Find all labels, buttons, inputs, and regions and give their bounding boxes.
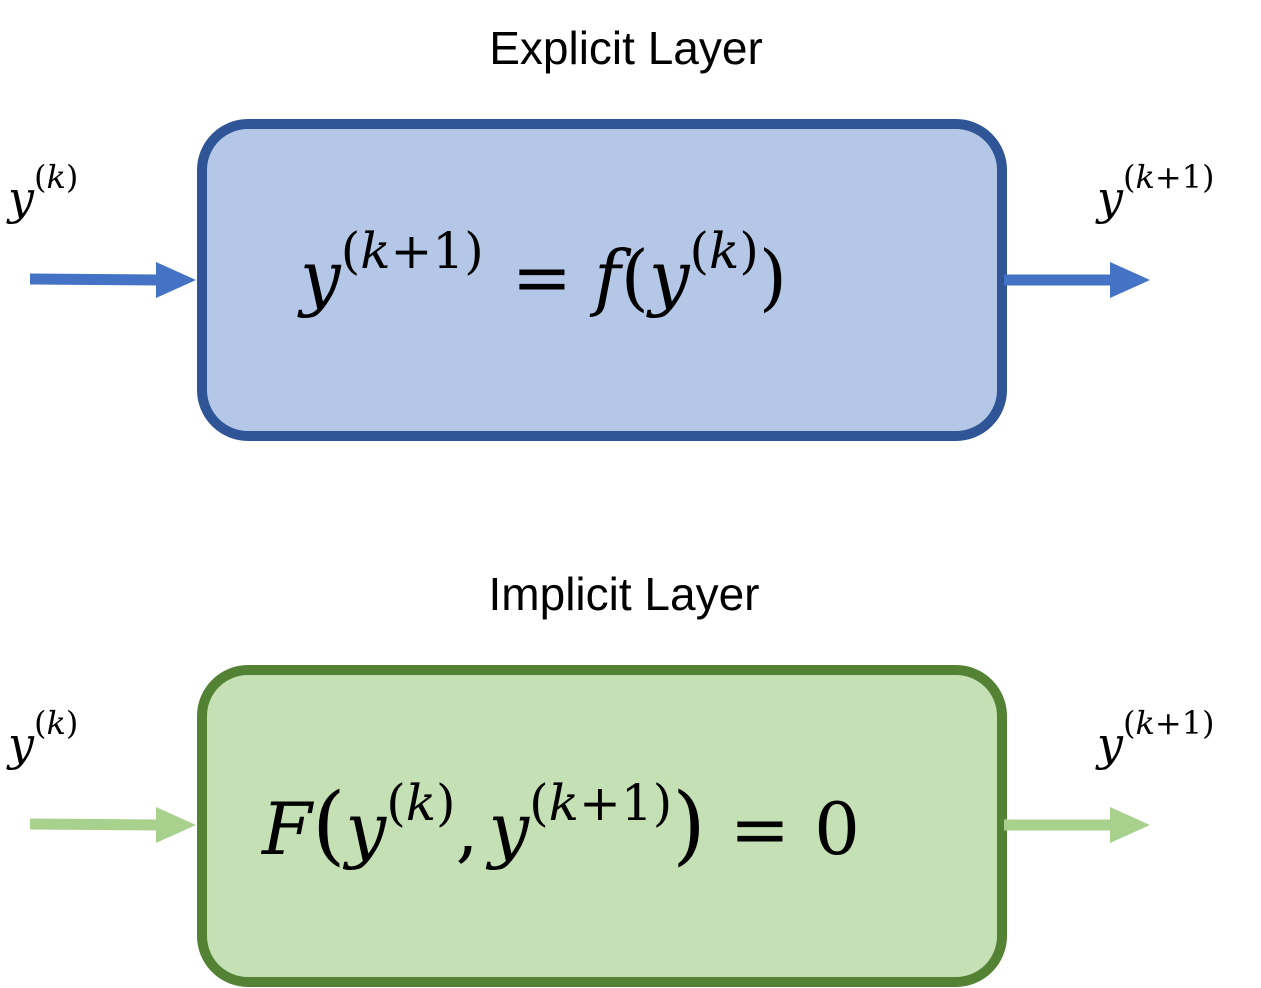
explicit-layer-section: Explicit Layer y(k) y(k+1)=f(y(k)) y(k+1…	[6, 22, 1215, 441]
implicit-output-arrow-head	[1110, 807, 1150, 843]
explicit-layer-title: Explicit Layer	[489, 22, 763, 74]
explicit-output-arrow-head	[1110, 262, 1150, 298]
implicit-layer-section: Implicit Layer y(k) F(y(k),y(k+1))=0 y(k…	[6, 568, 1215, 987]
explicit-input-label: y(k)	[6, 158, 78, 225]
implicit-input-arrow	[29, 807, 196, 843]
implicit-eq-func: F	[260, 787, 315, 871]
implicit-input-label: y(k)	[6, 704, 78, 771]
implicit-input-arrow-shaft	[29, 818, 161, 831]
explicit-output-label: y(k+1)	[1095, 158, 1215, 225]
implicit-layer-title: Implicit Layer	[489, 568, 760, 620]
explicit-equation: y(k+1)=f(y(k))	[297, 222, 787, 319]
implicit-input-arrow-head	[156, 807, 196, 843]
implicit-layer-box	[197, 665, 1007, 987]
explicit-layer-box	[197, 119, 1007, 441]
implicit-equation: F(y(k),y(k+1))=0	[260, 774, 860, 875]
explicit-output-arrow	[1004, 262, 1150, 298]
implicit-output-label: y(k+1)	[1095, 704, 1215, 771]
explicit-input-arrow	[29, 262, 196, 298]
explicit-input-arrow-shaft	[29, 273, 161, 286]
implicit-output-arrow	[1004, 807, 1150, 843]
explicit-input-arrow-head	[156, 262, 196, 298]
explicit-eq-lhs-base: y	[297, 235, 342, 319]
